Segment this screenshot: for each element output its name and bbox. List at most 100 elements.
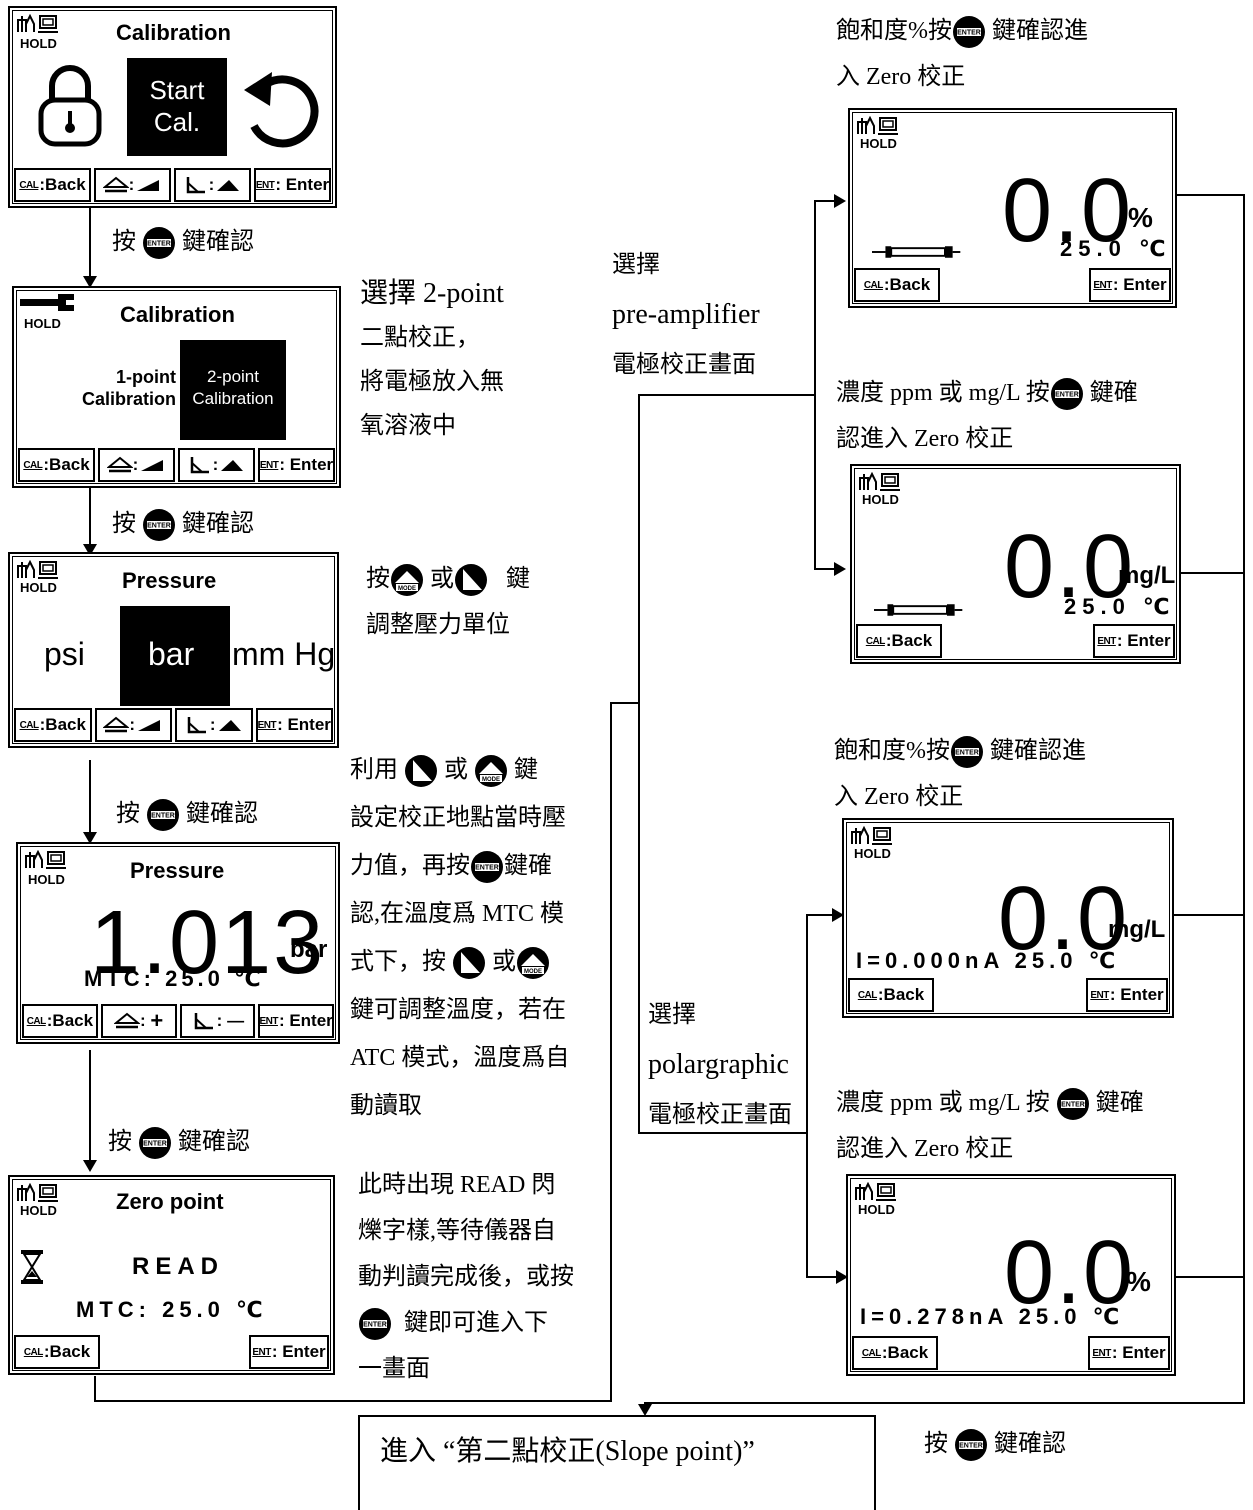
note-line: 入 Zero 校正 [836, 64, 966, 90]
ent-enter-softkey[interactable]: ENT: Enter [258, 1004, 334, 1038]
mode-key-icon [390, 563, 424, 597]
connector-line [638, 394, 816, 396]
back-label: :Back [883, 275, 931, 294]
ent-enter-softkey[interactable]: ENT: Enter [1089, 268, 1171, 302]
back-label: :Back [877, 985, 925, 1004]
note-text: 濃度 ppm 或 mg/L 按 [836, 1090, 1050, 1116]
connector-line [806, 1276, 838, 1278]
right-key-icon [454, 563, 488, 597]
cal-back-softkey[interactable]: CAL:Back [18, 448, 95, 482]
cal-back-softkey[interactable]: CAL:Back [22, 1004, 98, 1038]
note-line: 選擇 [612, 252, 660, 278]
option-1-label: 1-point [116, 367, 176, 387]
option-2-label: 2-point [207, 367, 259, 386]
option-1-point[interactable]: 1-point Calibration [70, 366, 176, 410]
cal-back-softkey[interactable]: CAL:Back [14, 708, 92, 742]
cal-back-softkey[interactable]: CAL:Back [856, 624, 942, 658]
cal-back-softkey[interactable]: CAL:Back [14, 168, 91, 202]
note-line: 選擇 [648, 1002, 696, 1028]
pressure-unit: bar [290, 936, 328, 963]
confirm-text: 鍵確認 [994, 1431, 1066, 1457]
connector-line [94, 1400, 612, 1402]
reading-value: 0.0 [1004, 517, 1136, 617]
arrow-head-icon [83, 832, 97, 844]
cal-tag: CAL [26, 1015, 47, 1027]
current-temperature-readout: I=0.000nA 25.0 ℃ [856, 948, 1121, 973]
step-note: 按 鍵確認 [116, 794, 258, 834]
eject-icon [114, 1011, 140, 1031]
note-pressure-value: 利用 或 鍵 設定校正地點當時壓 力值，再按鍵確 認,在溫度爲 MTC 模 式下… [350, 746, 569, 1130]
note-zero-read: 此時出現 READ 閃 爍字樣,等待儀器自 動判讀完成後，或按 鍵即可進入下 一… [358, 1162, 574, 1392]
ent-enter-softkey[interactable]: ENT: Enter [255, 708, 333, 742]
up-softkey[interactable]: : [98, 448, 175, 482]
right-softkey[interactable]: : [175, 708, 253, 742]
minus-softkey[interactable]: : — [179, 1004, 256, 1038]
unit-psi[interactable]: psi [44, 636, 85, 672]
note-text: 利用 [350, 757, 398, 783]
screen-zero-point: HOLD Zero point READ MTC: 25.0 ℃ CAL:Bac… [8, 1175, 335, 1375]
ent-enter-softkey[interactable]: ENT: Enter [1086, 978, 1168, 1012]
ent-tag: ENT [1090, 989, 1109, 1001]
enter-key-icon [470, 850, 504, 884]
cal-tag: CAL [863, 279, 884, 291]
note-line: 動讀取 [350, 1093, 422, 1119]
enter-label: : Enter [1109, 985, 1164, 1004]
hold-label: HOLD [20, 36, 57, 51]
cal-back-softkey[interactable]: CAL:Back [854, 268, 940, 302]
note-text: 鍵確 [504, 853, 552, 879]
right-softkey[interactable]: : [178, 448, 255, 482]
note-r3: 飽和度%按 鍵確認進 入 Zero 校正 [834, 728, 1086, 820]
temperature-readout: 25.0 ℃ [1060, 236, 1172, 261]
cal-back-softkey[interactable]: CAL:Back [852, 1336, 938, 1370]
enter-label: : Enter [1112, 275, 1167, 294]
cal-back-softkey[interactable]: CAL:Back [14, 1335, 100, 1369]
reading-unit: mg/L [1108, 916, 1166, 943]
enter-key-icon [1056, 1087, 1090, 1121]
right-softkey[interactable]: : [174, 168, 251, 202]
confirm-text: 鍵確認 [182, 229, 254, 255]
unit-bar-selected[interactable] [120, 606, 230, 706]
option-2-point-selected[interactable]: 2-point Calibration [180, 340, 286, 440]
connector-line [644, 1402, 1245, 1404]
up-softkey[interactable]: : [94, 168, 171, 202]
ent-enter-softkey[interactable]: ENT: Enter [249, 1335, 329, 1369]
note-line: pre-amplifier [612, 299, 760, 330]
ent-enter-softkey[interactable]: ENT: Enter [254, 168, 331, 202]
note-line: polargraphic [648, 1049, 789, 1080]
note-line: ATC 模式，溫度爲自 [350, 1045, 570, 1071]
enter-key-icon [142, 226, 176, 260]
screen-polar-percent: HOLD 0.0 % I=0.278nA 25.0 ℃ CAL:Back ENT… [846, 1174, 1176, 1376]
ent-tag: ENT [252, 1346, 271, 1358]
unit-mmhg[interactable]: mm Hg [232, 636, 336, 672]
plus-softkey[interactable]: : + [100, 1004, 177, 1038]
enter-key-icon [142, 508, 176, 542]
connector-line [610, 702, 640, 704]
back-label: :Back [881, 1343, 929, 1362]
connector-line [638, 394, 640, 1134]
ent-tag: ENT [257, 719, 277, 731]
note-text: 或 [430, 566, 454, 592]
right-key-icon [452, 946, 486, 980]
option-2-sub: Calibration [192, 389, 274, 408]
up-softkey[interactable]: : [94, 708, 172, 742]
note-line: 爍字樣,等待儀器自 [358, 1218, 556, 1244]
screen-calibration-start: HOLD Calibration Start Cal. CAL:Back : :… [8, 6, 337, 208]
temperature-readout: MTC: 25.0 ℃ [76, 1297, 268, 1322]
back-label: :Back [39, 715, 86, 734]
ent-enter-softkey[interactable]: ENT: Enter [1088, 1336, 1170, 1370]
screen-calibration-point: HOLD Calibration 1-point Calibration 2-p… [12, 286, 341, 488]
ent-enter-softkey[interactable]: ENT: Enter [258, 448, 335, 482]
flow-arrow [89, 760, 91, 834]
step-note: 按 鍵確認 [112, 222, 254, 262]
cal-tag: CAL [23, 459, 43, 471]
enter-label: : Enter [278, 1011, 333, 1030]
start-cal-block[interactable]: Start Cal. [127, 58, 227, 156]
note-line: 電極校正畫面 [648, 1102, 792, 1128]
ent-enter-softkey[interactable]: ENT: Enter [1093, 624, 1175, 658]
press-text: 按 [112, 229, 136, 255]
ramp-icon [134, 178, 162, 192]
pressure-value: 1.013 [90, 893, 326, 993]
enter-key-icon [358, 1307, 392, 1341]
arrow-head-icon [83, 544, 97, 556]
cal-back-softkey[interactable]: CAL:Back [848, 978, 934, 1012]
